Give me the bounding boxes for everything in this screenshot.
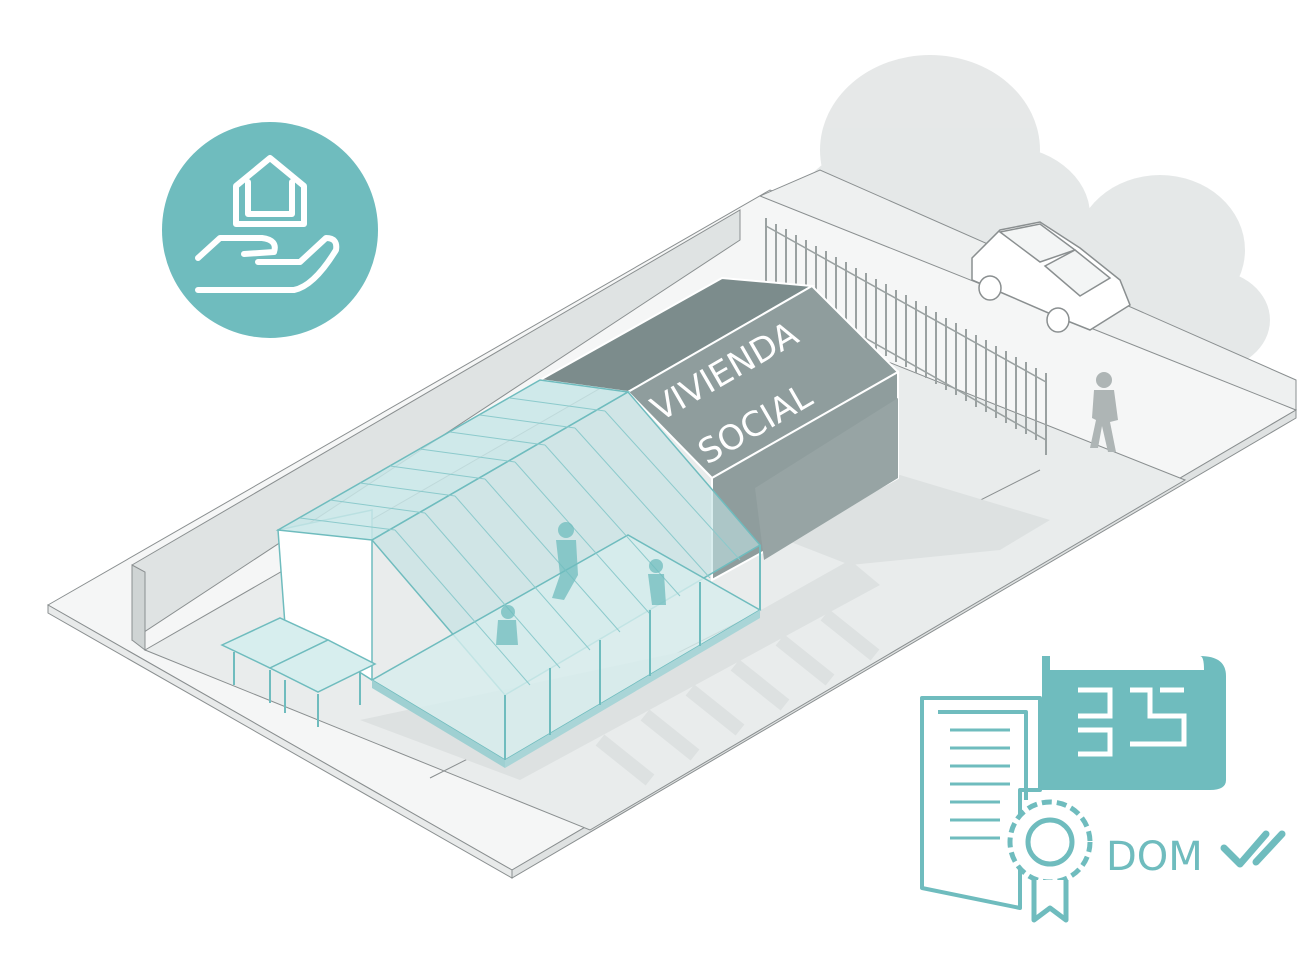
house-in-hand-icon — [162, 122, 378, 338]
permit-certificate-icon — [920, 696, 1042, 910]
dom-label: DOM — [1106, 834, 1203, 880]
social-housing-block: VIVIENDA SOCIAL — [536, 276, 900, 582]
pedestrian-figure — [1090, 372, 1118, 452]
outdoor-tables — [220, 617, 377, 727]
blueprint-icon — [1039, 656, 1226, 790]
teal-extension — [275, 379, 762, 768]
double-check-icon — [1220, 830, 1286, 868]
seal-badge-icon — [1007, 799, 1093, 923]
car — [971, 221, 1131, 333]
pergola-shadow — [595, 609, 880, 786]
